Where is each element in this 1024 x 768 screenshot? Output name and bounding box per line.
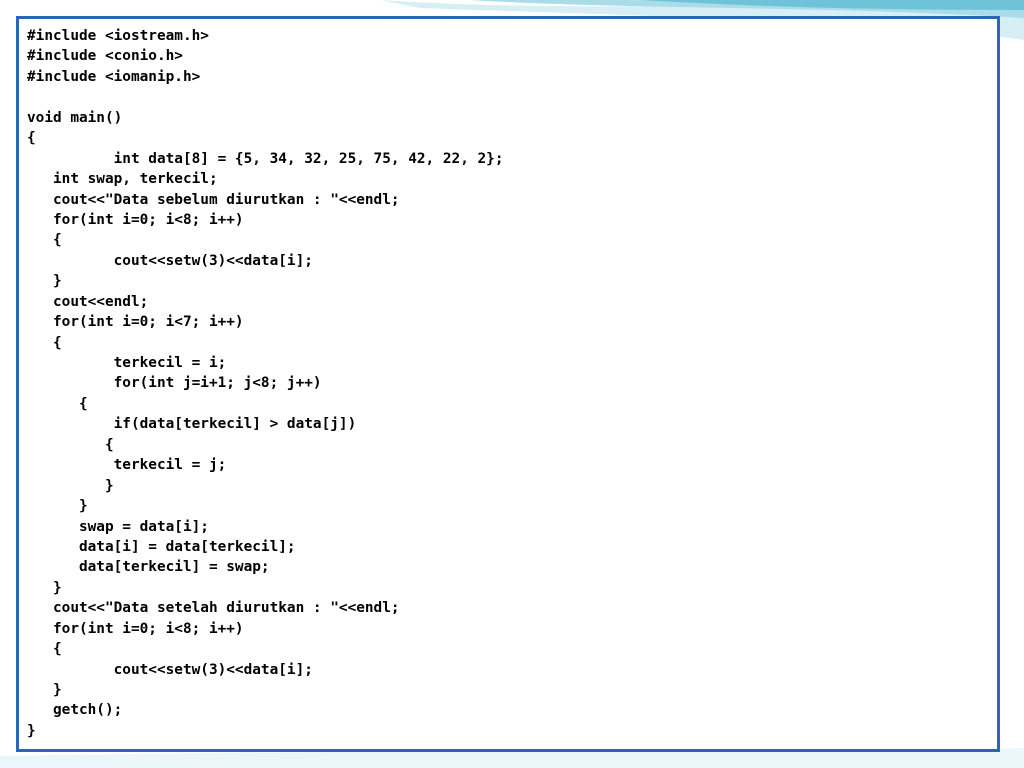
code-line: #include <conio.h> — [27, 48, 183, 65]
code-line: for(int i=0; i<7; i++) — [27, 314, 244, 331]
code-line: } — [27, 682, 62, 698]
code-line: } — [27, 722, 36, 739]
code-line: { — [27, 436, 114, 453]
code-line: for(int i=0; i<8; i++) — [27, 211, 244, 228]
code-line: int data[8] = {5, 34, 32, 25, 75, 42, 22… — [27, 150, 504, 167]
code-line: swap = data[i]; — [27, 518, 209, 535]
code-line: void main() — [27, 109, 123, 126]
code-line: cout<<setw(3)<<data[i]; — [27, 252, 313, 269]
code-line: data[terkecil] = swap; — [27, 559, 270, 576]
code-line: { — [27, 334, 62, 351]
decorative-wave-bottom — [0, 748, 1024, 768]
code-box — [16, 16, 1000, 752]
code-line: #include <iomanip.h> — [27, 68, 201, 85]
code-line: for(int j=i+1; j<8; j++) — [27, 375, 322, 392]
code-line: cout<<setw(3)<<data[i]; — [27, 661, 313, 678]
code-line: terkecil = j; — [27, 457, 227, 474]
code-line — [27, 87, 504, 107]
code-line: cout<<endl; — [27, 293, 149, 310]
code-line: } — [27, 273, 62, 290]
code-line: #include <iostream.h> — [27, 28, 209, 44]
code-line: if(data[terkecil] > data[j]) — [27, 416, 357, 433]
code-line: cout<<"Data setelah diurutkan : "<<endl; — [27, 600, 400, 617]
code-line: } — [27, 498, 88, 515]
code-line: cout<<"Data sebelum diurutkan : "<<endl; — [27, 191, 400, 208]
source-code-listing: #include <iostream.h> #include <conio.h> #… — [27, 26, 504, 741]
code-line: { — [27, 395, 88, 412]
code-line: { — [27, 641, 62, 658]
code-line: getch(); — [27, 702, 123, 719]
decorative-wave-dark — [640, 0, 1024, 10]
code-line: { — [27, 130, 36, 147]
code-line: } — [27, 579, 62, 596]
code-line: { — [27, 232, 62, 249]
code-line: terkecil = i; — [27, 355, 227, 371]
code-line: } — [27, 477, 114, 494]
code-line: for(int i=0; i<8; i++) — [27, 620, 244, 637]
code-line: data[i] = data[terkecil]; — [27, 538, 296, 555]
code-line: int swap, terkecil; — [27, 171, 218, 188]
